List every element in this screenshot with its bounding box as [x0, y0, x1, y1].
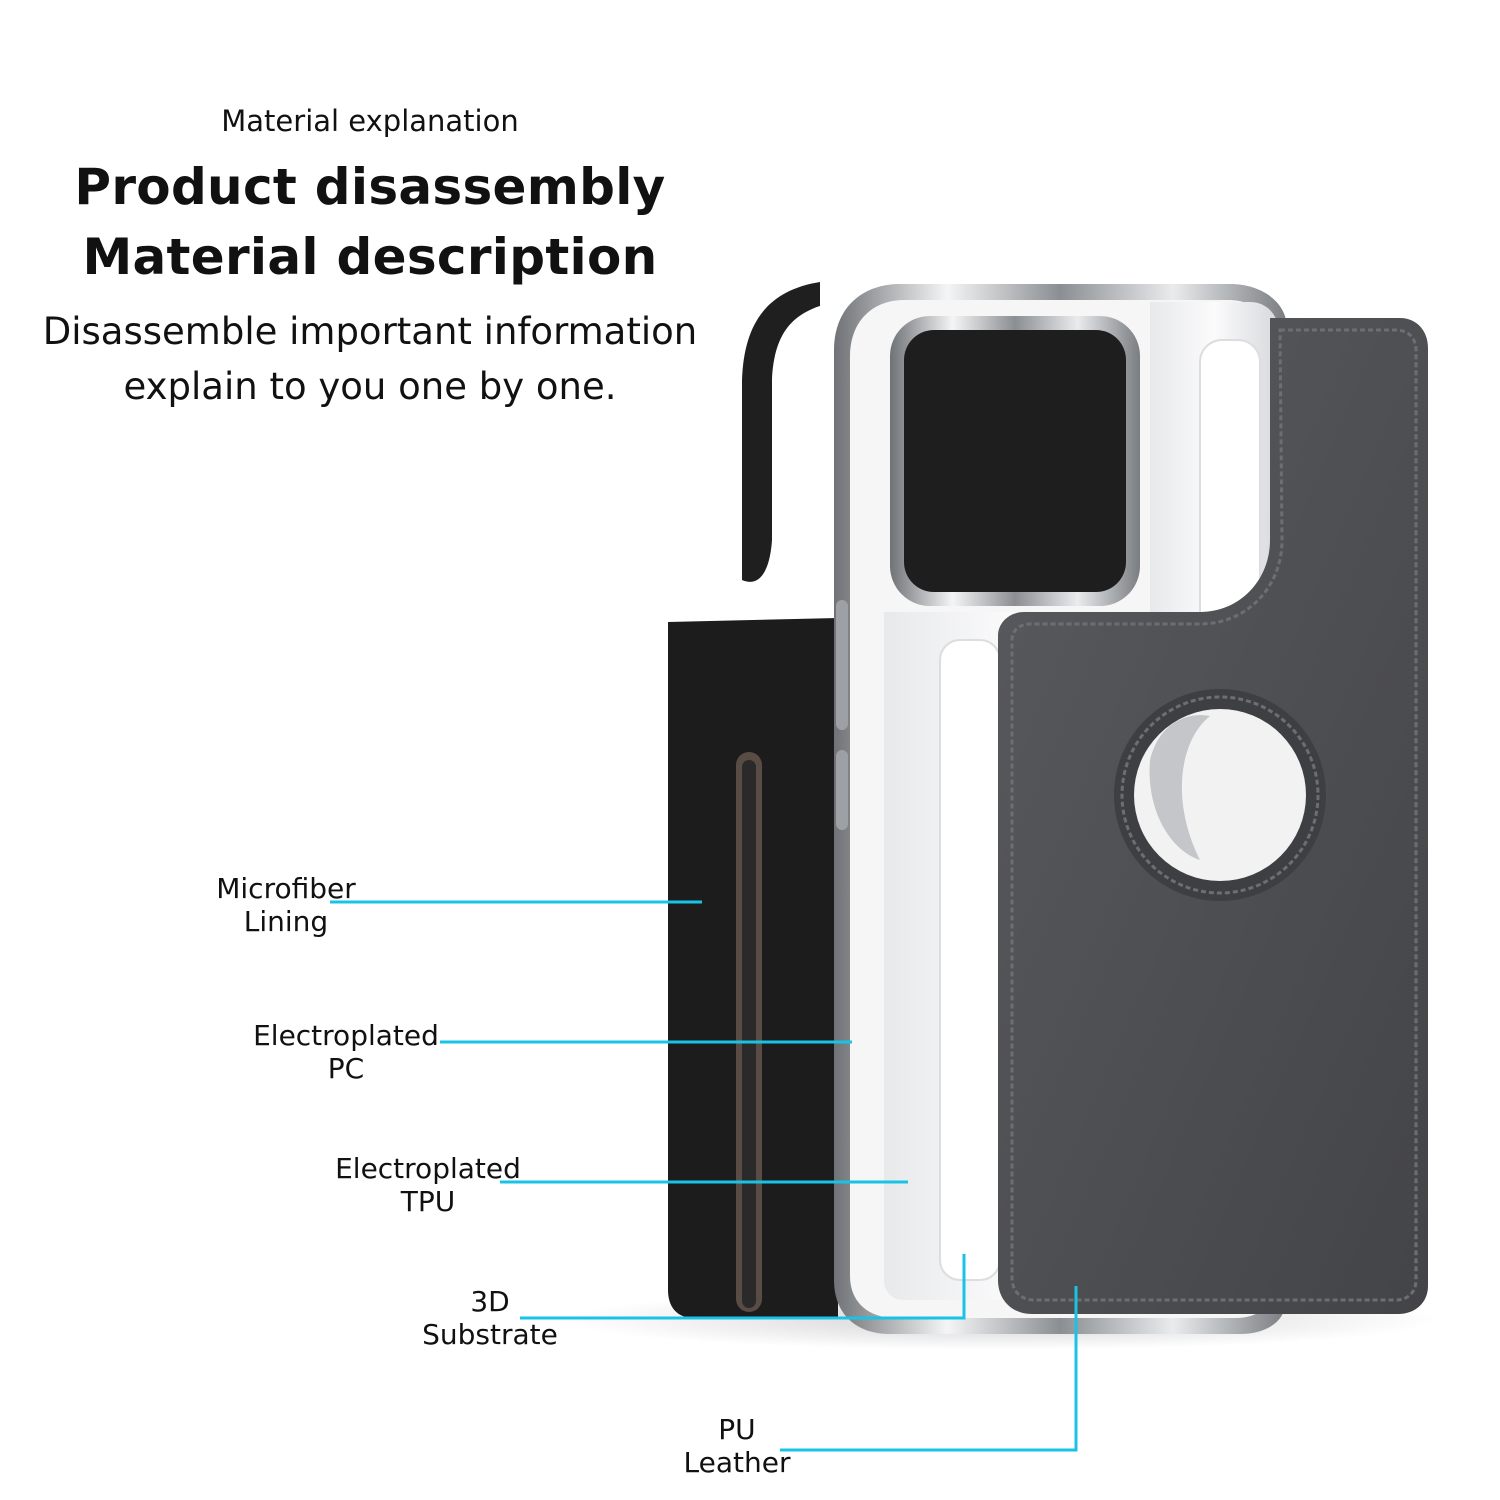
description-line-1: Disassemble important information — [42, 310, 698, 353]
label-pc-line1: Electroplated — [253, 1019, 439, 1052]
label-substrate-line2: Substrate — [422, 1318, 558, 1351]
label-3d-substrate: 3D Substrate — [410, 1285, 570, 1351]
pu-leather-back — [998, 318, 1428, 1314]
leader-lines — [330, 900, 1078, 1452]
label-electroplated-pc: Electroplated PC — [240, 1019, 452, 1085]
label-pu-leather: PU Leather — [672, 1413, 802, 1479]
label-electroplated-tpu: Electroplated TPU — [322, 1152, 534, 1218]
title-line-2: Material description — [82, 228, 658, 286]
description-line-2: explain to you one by one. — [123, 365, 617, 408]
label-microfiber-line1: Microfiber — [216, 872, 356, 905]
label-microfiber-line2: Lining — [243, 905, 329, 938]
microfiber-lining-panel — [668, 618, 838, 1318]
kicker-text: Material explanation — [221, 104, 519, 138]
back-shell-piece — [742, 282, 820, 582]
leader-3d-substrate — [520, 1254, 966, 1320]
label-tpu-line1: Electroplated — [335, 1152, 521, 1185]
label-substrate-line1: 3D — [470, 1285, 510, 1318]
label-leather-line2: Leather — [683, 1446, 791, 1479]
label-leather-line1: PU — [718, 1413, 756, 1446]
leader-pu-leather — [780, 1286, 1078, 1452]
label-pc-line2: PC — [327, 1052, 365, 1085]
label-microfiber-lining: Microfiber Lining — [200, 872, 372, 938]
title-line-1: Product disassembly — [74, 158, 666, 216]
label-tpu-line2: TPU — [400, 1185, 456, 1218]
